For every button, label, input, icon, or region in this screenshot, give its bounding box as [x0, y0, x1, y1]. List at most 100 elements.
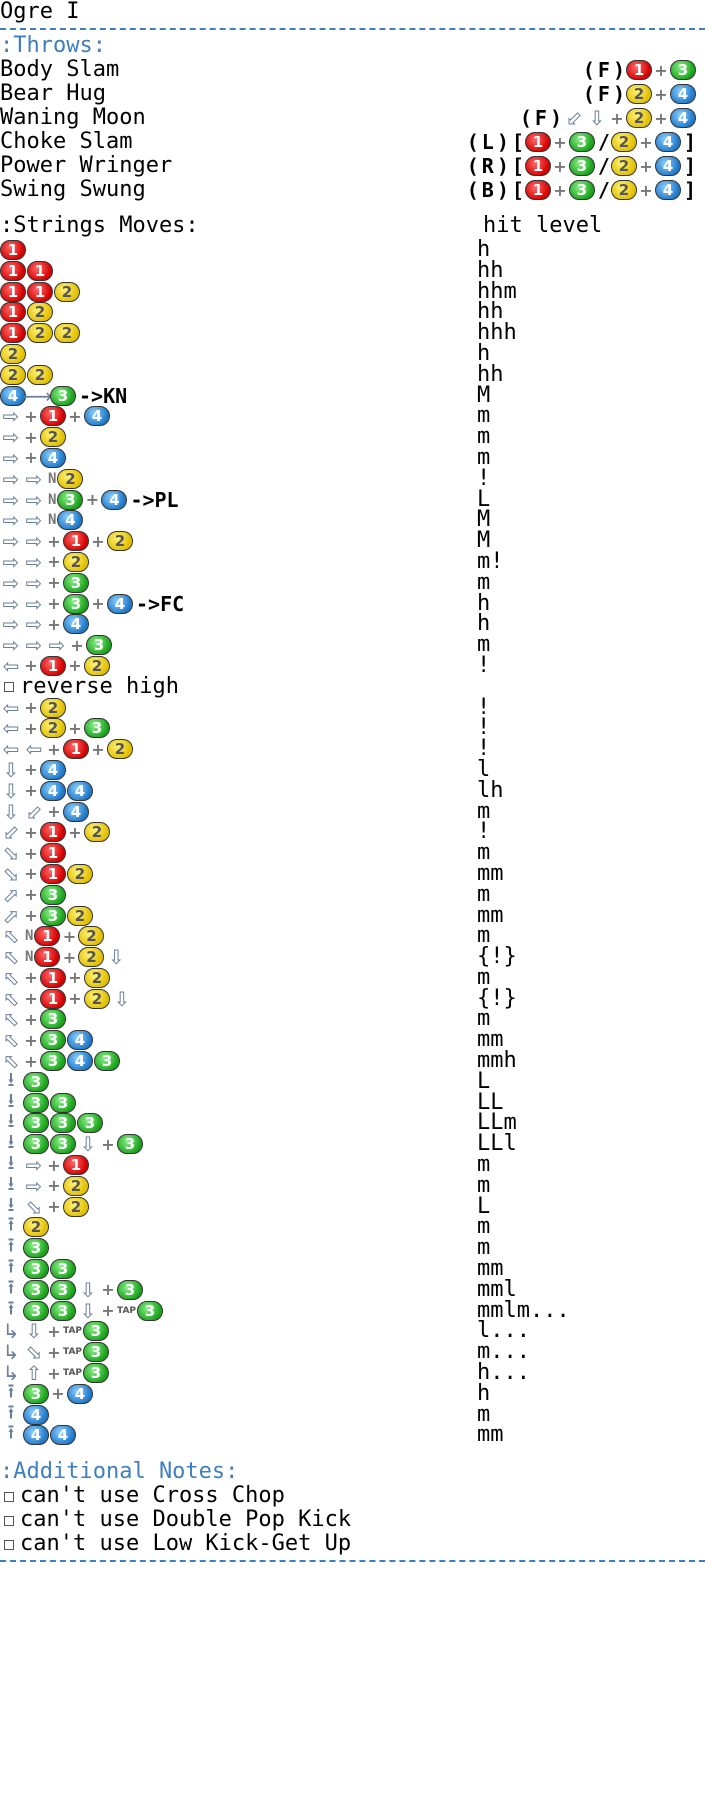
- move-command: ⇨+1+4: [0, 404, 111, 428]
- button-1-icon: 1: [40, 988, 66, 1009]
- plus-icon: +: [24, 843, 38, 863]
- hit-level: m: [477, 632, 491, 658]
- button-2-icon: 2: [67, 905, 93, 926]
- while-standing-icon: ⭱: [7, 1233, 15, 1258]
- plus-icon: +: [47, 1155, 61, 1175]
- plus-icon: +: [47, 1197, 61, 1217]
- button-3-icon: 3: [63, 572, 89, 593]
- command-label: L: [481, 130, 494, 154]
- move-command: ⇩⬃+4: [0, 800, 90, 824]
- button-2-icon: 2: [84, 655, 110, 676]
- command-label: (: [466, 130, 479, 154]
- move-command: ⇨⇨+2: [0, 550, 90, 574]
- button-3-icon: 3: [40, 1051, 66, 1072]
- button-2-icon: 2: [78, 947, 105, 968]
- down-forward-arrow-icon: ⬂: [25, 1340, 43, 1365]
- forward-arrow-icon: ⇨: [2, 445, 20, 470]
- command-label: (: [582, 82, 595, 106]
- plus-icon: +: [553, 156, 567, 176]
- command-label: ]: [683, 130, 696, 154]
- up-back-arrow-icon: ⬁: [2, 1007, 20, 1032]
- hit-level: h: [477, 611, 491, 637]
- full-crouch-icon: ⭳: [7, 1170, 15, 1195]
- while-standing-icon: ⭱: [7, 1378, 15, 1403]
- hit-level: M: [477, 507, 491, 533]
- note-text: can't use Low Kick-Get Up: [20, 1531, 352, 1557]
- move-command: ⇦⇦+1+2: [0, 737, 134, 761]
- button-2-icon: 2: [63, 1196, 89, 1217]
- throw-command: (R)[1+3/2+4]: [465, 154, 697, 178]
- button-2-icon: 2: [610, 132, 637, 152]
- throw-command: (B)[1+3/2+4]: [465, 178, 697, 202]
- plus-icon: +: [47, 1321, 61, 1341]
- button-2-icon: 2: [610, 180, 637, 200]
- button-1-icon: 1: [63, 531, 89, 552]
- command-label: (: [466, 178, 479, 202]
- throw-name: Swing Swung: [0, 177, 146, 202]
- command-label: (: [519, 106, 532, 130]
- back-arrow-icon: ⇦: [2, 653, 20, 678]
- hit-level: m: [477, 1235, 491, 1261]
- plus-icon: +: [24, 1009, 38, 1029]
- button-1-icon: 1: [40, 967, 66, 988]
- up-forward-arrow-icon: ⬀: [2, 882, 20, 907]
- move-command: 2: [0, 342, 27, 366]
- button-3-icon: 3: [50, 1134, 76, 1155]
- button-3-icon: 3: [50, 1092, 76, 1113]
- move-row: ⇦+1+2!: [0, 653, 705, 678]
- button-1-icon: 1: [40, 406, 66, 427]
- move-command: ⇨⇨+3: [0, 571, 90, 595]
- plus-icon: +: [68, 989, 82, 1009]
- move-command: ⭳⬂+2: [0, 1192, 90, 1219]
- move-command: ⇩+4: [0, 758, 67, 782]
- button-3-icon: 3: [94, 1051, 120, 1072]
- plus-icon: +: [24, 885, 38, 905]
- button-2-icon: 2: [78, 926, 105, 947]
- hit-level: m: [477, 881, 491, 907]
- move-command: ⭱2: [0, 1212, 50, 1239]
- hit-level: m: [477, 1214, 491, 1240]
- button-4-icon: 4: [654, 132, 681, 152]
- button-3-icon: 3: [50, 1300, 76, 1321]
- button-2-icon: 2: [626, 84, 652, 104]
- throw-row: Bear Hug(F)2+4: [0, 82, 705, 106]
- full-crouch-icon: ⭳: [7, 1087, 15, 1112]
- command-label: ]: [683, 154, 696, 178]
- throw-command: (F)⬃⇩+2+4: [518, 106, 697, 130]
- plus-icon: +: [101, 1134, 115, 1154]
- button-4-icon: 4: [0, 385, 26, 406]
- note-row: can't use Double Pop Kick: [0, 1508, 705, 1532]
- plus-icon: +: [47, 573, 61, 593]
- note-text: can't use Double Pop Kick: [20, 1507, 352, 1533]
- button-3-icon: 3: [83, 1342, 110, 1363]
- throw-row: Body Slam(F)1+3: [0, 58, 705, 82]
- hit-level: m!: [477, 548, 504, 574]
- button-3-icon: 3: [23, 1279, 49, 1300]
- button-4-icon: 4: [40, 780, 66, 801]
- move-row: ⇦⇦+1+2!: [0, 737, 705, 762]
- plus-icon: +: [24, 781, 38, 801]
- throw-name: Body Slam: [0, 57, 120, 82]
- plus-icon: +: [51, 1384, 65, 1404]
- hit-level: !: [477, 465, 491, 491]
